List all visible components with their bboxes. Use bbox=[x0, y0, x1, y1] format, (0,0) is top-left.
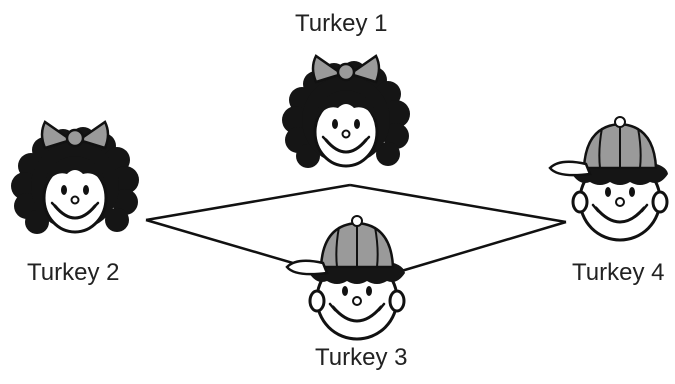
turkey-4-label: Turkey 4 bbox=[572, 259, 665, 286]
turkey-1-label: Turkey 1 bbox=[295, 10, 388, 37]
edge-turkey3-turkey2 bbox=[145, 218, 311, 270]
connection-lines bbox=[145, 183, 567, 274]
edge-turkey1-turkey4 bbox=[349, 183, 567, 224]
turkey-2-label: Turkey 2 bbox=[27, 259, 120, 286]
turkey-3-label: Turkey 3 bbox=[315, 344, 408, 371]
turkey-1-girl-icon bbox=[280, 54, 412, 170]
turkey-2-girl-icon bbox=[9, 120, 141, 236]
edge-turkey4-turkey3 bbox=[397, 220, 567, 274]
edge-turkey2-turkey1 bbox=[145, 183, 351, 222]
turkey-4-boy-icon bbox=[548, 115, 670, 242]
turkey-3-boy-icon bbox=[285, 214, 407, 341]
